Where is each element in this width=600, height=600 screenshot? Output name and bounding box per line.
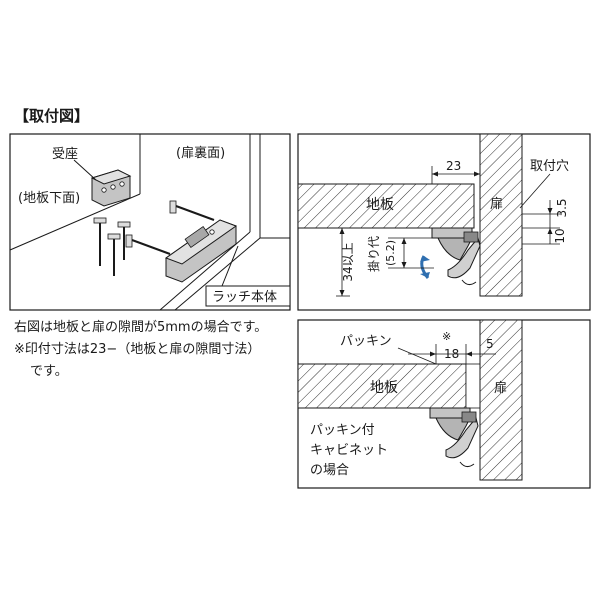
door-section (479, 133, 523, 297)
dim-10: 10 (553, 228, 567, 243)
floor-board-section (297, 363, 467, 409)
case-label-line2: キャビネット (310, 443, 388, 458)
door-label: 扉 (490, 196, 503, 212)
dim-18: 18 (444, 347, 459, 361)
latch-mechanism-part (431, 227, 481, 286)
note-line-2: ※印付寸法は23−（地板と扉の隙間寸法） (14, 342, 261, 357)
door-label: 扉 (494, 380, 507, 396)
dim-5: 5 (486, 337, 494, 351)
screw-icon (107, 233, 121, 276)
door-back-label: (扉裏面) (176, 145, 225, 161)
dim-3-5: 3.5 (555, 198, 569, 217)
floor-underside-label: (地板下面) (18, 191, 80, 206)
case-label-line1: パッキン付 (310, 423, 375, 438)
case-label-line3: の場合 (310, 463, 349, 478)
latch-body-label: ラッチ本体 (212, 290, 277, 305)
screw-icon (169, 200, 215, 221)
top-right-panel: 23 取付穴 3.5 10 扉 地板 34 (297, 133, 591, 311)
note-line-3: です。 (30, 364, 68, 379)
catch-margin-value: (5.2) (384, 240, 397, 266)
door-section (479, 319, 523, 481)
mount-hole-label: 取付穴 (530, 159, 569, 174)
floor-board-section (297, 183, 475, 229)
packing-strip (465, 363, 481, 409)
latch-mechanism-part (429, 407, 479, 468)
receiver-label: 受座 (52, 147, 78, 162)
packing-label: パッキン (340, 334, 392, 349)
latch-body-part (164, 219, 238, 283)
min-34-label: 34以上 (341, 242, 355, 281)
floor-board-label: 地板 (366, 197, 394, 213)
screw-icon (117, 221, 131, 260)
screw-icon (93, 217, 107, 266)
floor-board-label: 地板 (370, 380, 398, 396)
screw-icon (125, 234, 171, 255)
left-panel: 受座 (地板下面) (扉裏面) ラッチ本体 (9, 133, 291, 311)
receiver-bracket-part (90, 169, 132, 207)
bottom-right-panel: パッキン ※ 18 5 地板 扉 パッキン付 キャビネット の場合 (297, 319, 591, 489)
asterisk-mark: ※ (442, 330, 451, 343)
catch-margin-label: 掛り代 (366, 236, 381, 272)
note-line-1: 右図は地板と扉の隙間が5mmの場合です。 (14, 320, 268, 335)
dim-23: 23 (446, 159, 461, 173)
heading: 【取付図】 (14, 107, 89, 125)
